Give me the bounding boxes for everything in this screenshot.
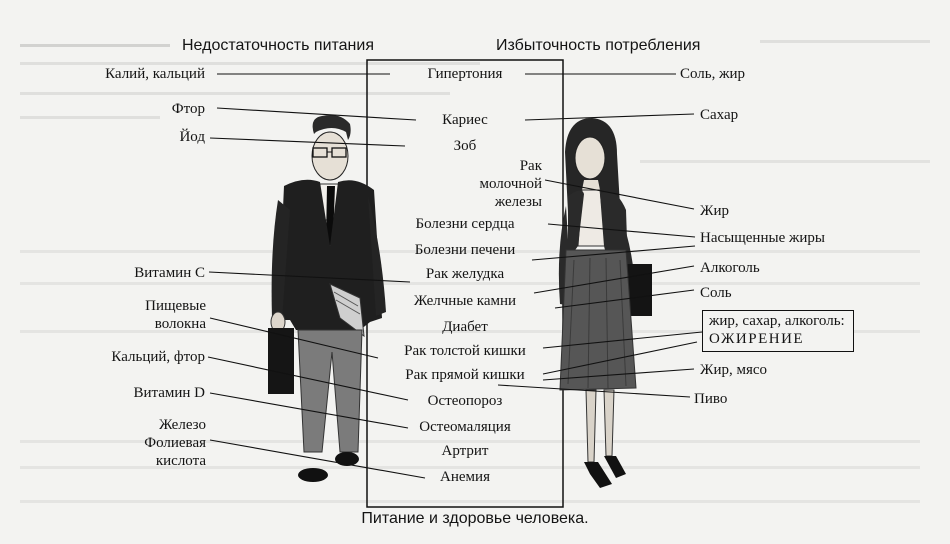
man-illustration [268, 115, 386, 482]
disease-stomach-cancer: Рак желудка [425, 266, 505, 282]
background-text-line [20, 92, 450, 95]
background-text-line [640, 160, 930, 163]
disease-breast-cancer: Рак молочной железы [479, 158, 543, 210]
disease-anemia: Анемия [440, 469, 490, 485]
disease-hypertension: Гипертония [427, 66, 503, 82]
disease-rectal-cancer: Рак прямой кишки [405, 367, 525, 383]
disease-osteomalacia: Остеомаляция [419, 419, 511, 435]
disease-osteoporosis: Остеопороз [427, 393, 503, 409]
background-text-line [20, 44, 170, 47]
deficiency-header: Недостаточность питания [182, 37, 374, 54]
label-vitamin-d: Витамин D [133, 385, 205, 401]
disease-caries: Кариес [442, 112, 488, 128]
label-fat: Жир [700, 203, 729, 219]
label-alcohol: Алкоголь [700, 260, 760, 276]
background-text-line [20, 466, 920, 469]
background-text-line [20, 116, 160, 119]
background-text-line [20, 330, 920, 333]
connector-lines [207, 73, 703, 479]
background-text-line [20, 62, 480, 65]
disease-colon-cancer: Рак толстой кишки [404, 343, 526, 359]
background-text-line [20, 250, 920, 253]
disease-liver: Болезни печени [414, 242, 516, 258]
disease-gallstones: Желчные камни [413, 293, 517, 309]
label-iodine: Йод [179, 129, 205, 145]
label-iron-folic-acid: Железо Фолиевая кислота [144, 417, 206, 469]
disease-heart: Болезни сердца [415, 216, 515, 232]
label-saturated-fats: Насыщенные жиры [700, 230, 825, 246]
label-dietary-fiber: Пищевые волокна [145, 298, 206, 332]
disease-diabetes: Диабет [442, 319, 488, 335]
label-salt: Соль [700, 285, 732, 301]
label-salt-fat: Соль, жир [680, 66, 746, 82]
label-beer: Пиво [694, 391, 728, 407]
obesity-causes: жир, сахар, алкоголь: [709, 313, 845, 329]
woman-illustration [558, 118, 652, 488]
label-potassium-calcium: Калий, кальций [105, 66, 205, 82]
disease-goiter: Зоб [453, 138, 477, 154]
label-vitamin-c: Витамин C [134, 265, 205, 281]
label-sugar: Сахар [700, 107, 739, 123]
obesity-label: ОЖИРЕНИЕ [709, 331, 805, 347]
obesity-box: жир, сахар, алкоголь: ОЖИРЕНИЕ [702, 310, 854, 352]
disease-arthritis: Артрит [441, 443, 489, 459]
background-text-line [20, 500, 920, 503]
label-fluorine: Фтор [171, 101, 205, 117]
figure-caption: Питание и здоровье человека. [361, 510, 589, 527]
background-text-line [20, 282, 920, 285]
label-calcium-fluorine: Кальций, фтор [111, 349, 205, 365]
background-text-line [760, 40, 930, 43]
background-text-line [20, 440, 920, 443]
label-fat-meat: Жир, мясо [700, 362, 768, 378]
excess-header: Избыточность потребления [496, 37, 701, 54]
